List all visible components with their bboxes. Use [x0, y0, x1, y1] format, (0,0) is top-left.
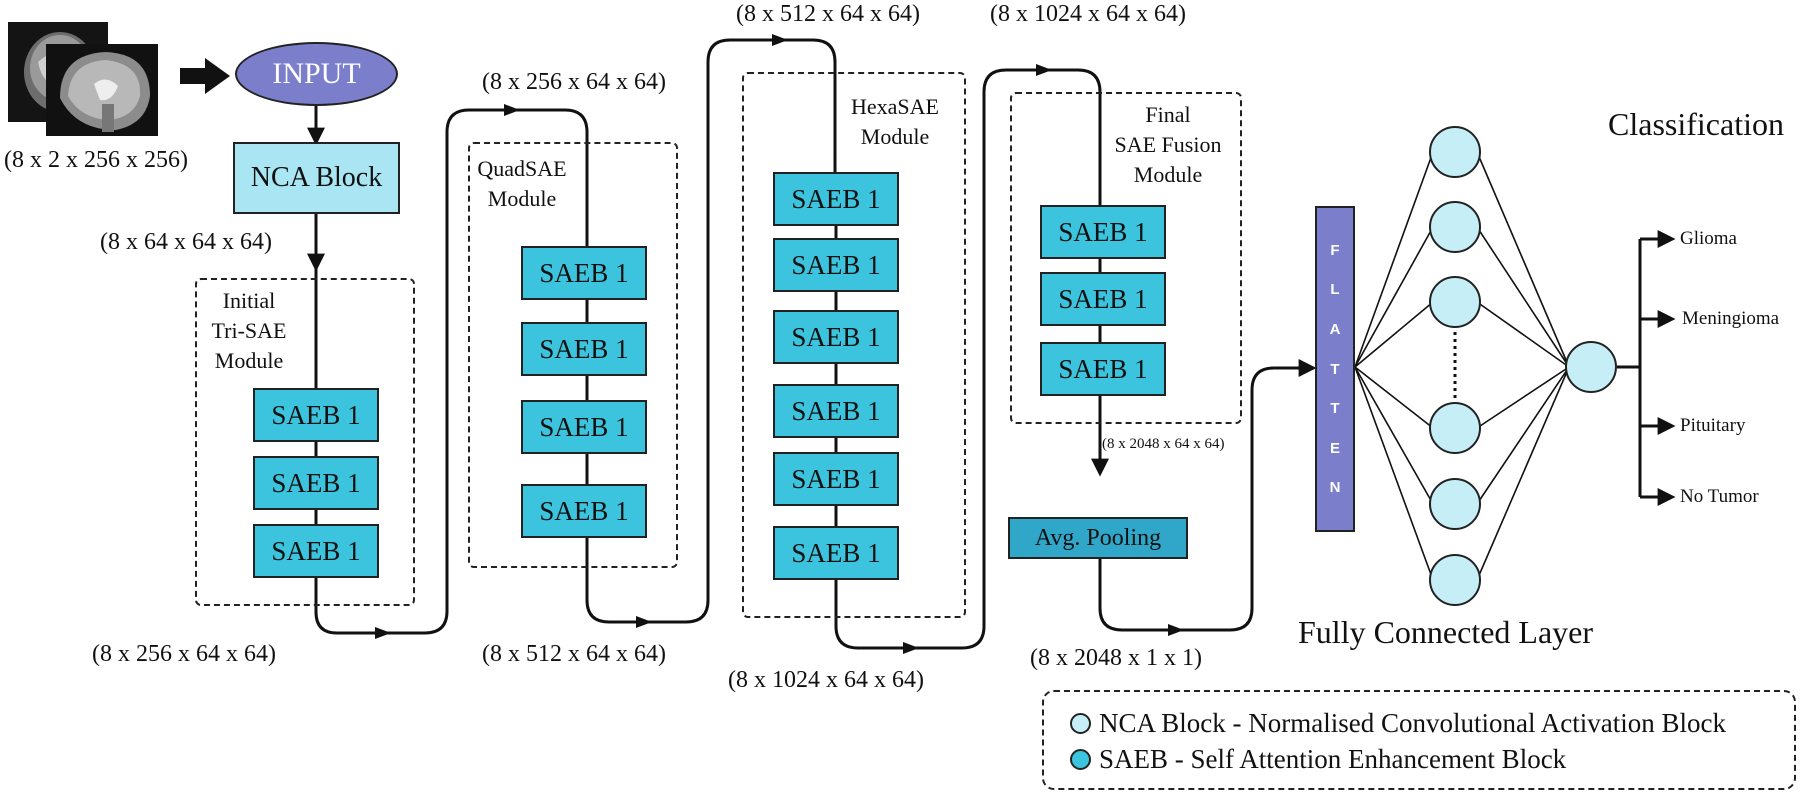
flatten-letter: T — [1330, 360, 1340, 378]
initial-output-shape: (8 x 256 x 64 x 64) — [92, 641, 276, 667]
nn-edge — [1354, 151, 1434, 368]
saeb-block: SAEB 1 — [253, 388, 379, 442]
quad-input-shape: (8 x 256 x 64 x 64) — [482, 69, 666, 95]
legend-item-saeb: SAEB - Self Attention Enhancement Block — [1070, 744, 1566, 775]
final-sae-fusion-module — [1010, 92, 1242, 424]
saeb-color-swatch — [1070, 749, 1091, 770]
flatten-letter: A — [1329, 320, 1341, 338]
hexa-input-shape: (8 x 512 x 64 x 64) — [736, 1, 920, 27]
input-node: INPUT — [235, 42, 398, 106]
saeb-block: SAEB 1 — [773, 172, 899, 226]
flatten-letter: T — [1330, 400, 1340, 418]
input-shape-label: (8 x 2 x 256 x 256) — [4, 147, 188, 173]
saeb-block: SAEB 1 — [1040, 272, 1166, 326]
hexa-output-shape: (8 x 1024 x 64 x 64) — [728, 667, 924, 693]
saeb-block: SAEB 1 — [253, 456, 379, 510]
legend-nca-text: NCA Block - Normalised Convolutional Act… — [1099, 708, 1726, 738]
hidden-neuron — [1429, 276, 1481, 328]
pooling-output-shape: (8 x 2048 x 1 x 1) — [1030, 645, 1202, 671]
nn-edge — [1354, 301, 1434, 368]
nca-block: NCA Block — [233, 142, 400, 214]
hidden-neuron — [1429, 554, 1481, 606]
saeb-block: SAEB 1 — [521, 484, 647, 538]
saeb-block: SAEB 1 — [1040, 342, 1166, 396]
quad-module-title: QuadSAE Module — [477, 156, 567, 211]
flatten-letter: N — [1329, 479, 1341, 497]
legend-box — [1042, 690, 1796, 790]
hidden-neuron — [1429, 402, 1481, 454]
nca-color-swatch — [1070, 713, 1091, 734]
quad-output-shape: (8 x 512 x 64 x 64) — [482, 641, 666, 667]
hidden-neuron — [1429, 478, 1481, 530]
nn-edge — [1476, 301, 1570, 368]
legend-saeb-text: SAEB - Self Attention Enhancement Block — [1099, 744, 1567, 774]
saeb-block: SAEB 1 — [521, 246, 647, 300]
saeb-block: SAEB 1 — [521, 400, 647, 454]
input-arrow-icon — [180, 58, 230, 94]
saeb-block: SAEB 1 — [773, 238, 899, 292]
saeb-block: SAEB 1 — [773, 452, 899, 506]
flatten-letter: F — [1330, 241, 1340, 259]
saeb-block: SAEB 1 — [253, 524, 379, 578]
classification-title: Classification — [1608, 106, 1784, 142]
fc-layer-title: Fully Connected Layer — [1298, 614, 1594, 650]
nn-edge — [1476, 366, 1570, 581]
nn-edge — [1476, 366, 1570, 505]
flatten-letter: L — [1330, 281, 1340, 299]
flatten-layer: F L A T T E N — [1315, 206, 1355, 532]
mri-sagittal-icon — [46, 44, 158, 136]
final-output-shape: (8 x 2048 x 64 x 64) — [1102, 436, 1225, 452]
final-input-shape: (8 x 1024 x 64 x 64) — [990, 1, 1186, 27]
nn-edge — [1476, 151, 1570, 368]
saeb-block: SAEB 1 — [773, 526, 899, 580]
output-neuron — [1565, 341, 1617, 393]
class-label-no-tumor: No Tumor — [1680, 486, 1759, 507]
class-label-pituitary: Pituitary — [1680, 415, 1746, 436]
saeb-block: SAEB 1 — [1040, 205, 1166, 259]
nn-edge — [1354, 366, 1434, 581]
nn-edge — [1354, 226, 1434, 368]
legend-item-nca: NCA Block - Normalised Convolutional Act… — [1070, 708, 1726, 739]
class-label-glioma: Glioma — [1680, 228, 1737, 249]
initial-tri-sae-module — [195, 278, 415, 606]
avg-pooling-block: Avg. Pooling — [1008, 517, 1188, 559]
mri-scan-front — [46, 44, 158, 136]
hexa-sae-module — [742, 72, 966, 618]
class-label-meningioma: Meningioma — [1682, 308, 1780, 329]
nn-edge — [1354, 366, 1434, 429]
nn-edge — [1476, 226, 1570, 368]
nn-edge — [1476, 366, 1570, 429]
saeb-block: SAEB 1 — [773, 310, 899, 364]
final-module-title: Final SAE Fusion Module — [1114, 102, 1222, 187]
saeb-block: SAEB 1 — [773, 384, 899, 438]
hexa-module-title: HexaSAE Module — [851, 94, 939, 149]
nn-edge — [1354, 366, 1434, 505]
saeb-block: SAEB 1 — [521, 322, 647, 376]
flatten-letter: E — [1329, 439, 1340, 457]
hidden-neuron — [1429, 201, 1481, 253]
hidden-neuron — [1429, 126, 1481, 178]
quad-sae-module — [468, 142, 678, 568]
nca-output-shape: (8 x 64 x 64 x 64) — [100, 229, 272, 255]
initial-module-title: Initial Tri-SAE Module — [211, 288, 287, 373]
